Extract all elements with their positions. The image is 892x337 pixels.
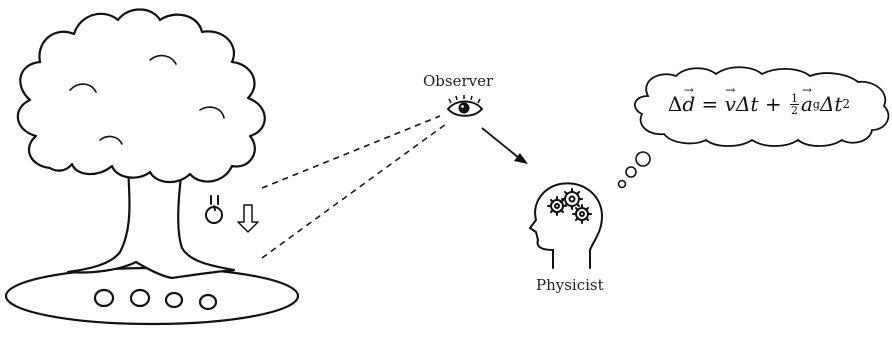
stone [129,288,151,308]
eq-plus: + [758,92,788,116]
eq-exp: 2 [842,97,851,111]
sight-line-top [261,115,441,189]
eq-d: d [682,92,695,116]
thought-bubble-icon [617,66,890,189]
eq-half-num: 1 [789,91,799,105]
thought-cloud [634,66,890,147]
ground-ellipse [4,266,300,326]
down-arrow-icon [237,204,259,233]
eq-half-den: 2 [790,103,798,117]
kinematics-equation: Δd = vΔt + 12agΔt2 [643,84,875,124]
physicist-label: Physicist [536,276,604,294]
eq-a-sub: g [812,97,820,111]
eq-delta: Δ [667,92,683,116]
canopy-detail [69,54,225,145]
eq-equals: = [695,92,725,116]
stone [164,291,184,309]
head-gears-icon [529,182,603,269]
apple-icon [205,195,223,224]
eq-delta-t2: Δt [819,92,843,116]
stone [93,288,115,308]
observer-label: Observer [423,72,494,90]
eq-a: a [801,92,813,116]
eq-delta-t: Δt [735,92,759,116]
eye-icon [446,95,484,117]
eq-v: v [725,92,736,116]
tree-icon [4,8,300,326]
observation-arrow [481,127,528,164]
sight-line-bottom [261,123,447,259]
tree-trunk [66,166,236,280]
tree-canopy [16,8,266,184]
stone [198,293,218,311]
